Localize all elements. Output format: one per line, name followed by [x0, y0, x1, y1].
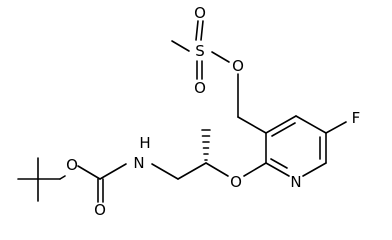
- bond: [151, 163, 179, 180]
- bond: [302, 162, 327, 177]
- sulfonyl-oxygen-top-label: O: [194, 4, 206, 22]
- structure-canvas: O O H N O N F O S O O: [17, 4, 361, 219]
- bond: [205, 162, 229, 177]
- bond: [271, 122, 296, 137]
- bond: [171, 40, 190, 52]
- bond: [59, 175, 66, 180]
- sulfonyl-oxygen-bottom-label: O: [194, 79, 206, 97]
- hashed-wedge-bond: [201, 129, 211, 161]
- bond: [265, 162, 290, 177]
- bond: [195, 20, 199, 41]
- pyridine-nitrogen-label: N: [290, 173, 301, 191]
- bond: [295, 115, 327, 134]
- ether-oxygen-label: O: [230, 173, 242, 191]
- bond: [237, 116, 267, 134]
- carbamate-nitrogen-label: N: [133, 154, 144, 172]
- carbamate-hydrogen-label: H: [139, 134, 150, 152]
- sulfur-label: S: [195, 42, 205, 60]
- bond: [177, 162, 207, 180]
- mesylate-oxygen-label: O: [232, 57, 244, 75]
- bond: [325, 121, 347, 134]
- molecule-drawing: O O H N O N F O S O O: [17, 4, 361, 219]
- ester-oxygen-label: O: [66, 156, 78, 174]
- bond: [77, 165, 101, 180]
- carbonyl-oxygen-label: O: [94, 201, 106, 219]
- bond: [265, 115, 297, 134]
- bond: [211, 51, 230, 63]
- bond: [99, 163, 127, 180]
- bond: [243, 162, 267, 177]
- bond: [270, 158, 288, 169]
- fluorine-label: F: [352, 109, 361, 127]
- bond: [200, 20, 204, 41]
